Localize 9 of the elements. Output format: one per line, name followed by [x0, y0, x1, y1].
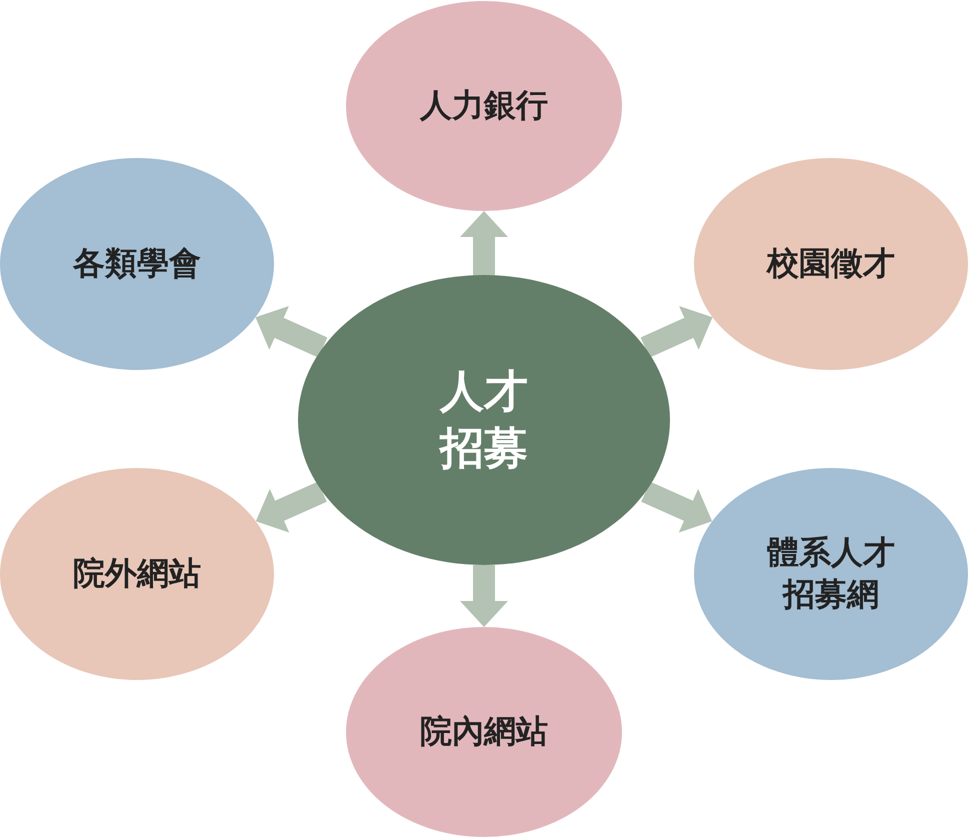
node-label: 人力銀行 [418, 85, 549, 126]
node-label: 體系人才招募網 [766, 532, 896, 615]
arrow [460, 211, 508, 275]
arrow [460, 565, 508, 627]
node-label: 院外網站 [72, 553, 202, 594]
node-label: 人才招募 [438, 364, 529, 476]
node-label: 院內網站 [419, 711, 549, 752]
node-label: 各類學會 [72, 243, 202, 284]
node-label: 校園徵才 [765, 243, 896, 284]
